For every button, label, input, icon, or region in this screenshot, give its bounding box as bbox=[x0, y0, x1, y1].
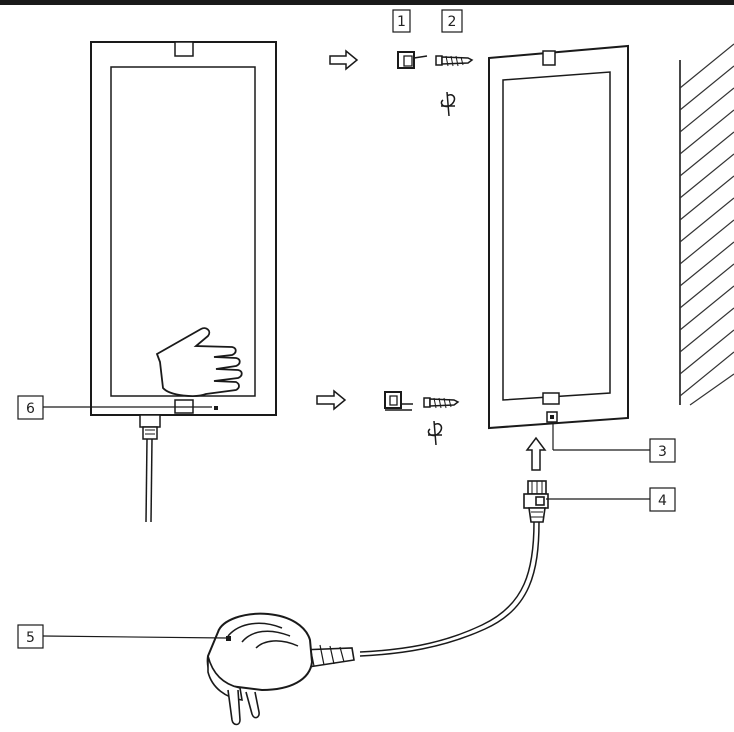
bottom-clip bbox=[542, 392, 560, 405]
callout-2: 2 bbox=[441, 9, 463, 33]
screw-icon bbox=[423, 397, 460, 409]
callout-5: 5 bbox=[17, 624, 44, 649]
cable bbox=[359, 521, 540, 657]
svg-text:3: 3 bbox=[658, 444, 667, 460]
callout-1: 1 bbox=[392, 9, 411, 33]
connector-icon bbox=[139, 414, 161, 440]
svg-text:5: 5 bbox=[26, 630, 35, 646]
callout-3: 3 bbox=[649, 438, 676, 463]
callout-4: 4 bbox=[649, 487, 676, 512]
callout-leaders bbox=[42, 406, 650, 639]
bracket-icon bbox=[397, 51, 428, 69]
panel-front bbox=[90, 41, 277, 523]
svg-text:1: 1 bbox=[397, 14, 406, 30]
hand-icon bbox=[155, 327, 243, 397]
power-adapter-icon bbox=[206, 612, 355, 726]
arrow-right-icon bbox=[316, 389, 347, 411]
arrow-right-icon bbox=[329, 49, 359, 71]
top-notch bbox=[174, 41, 194, 57]
svg-text:2: 2 bbox=[448, 14, 457, 30]
connector-icon bbox=[523, 480, 549, 523]
panel-side bbox=[488, 44, 629, 430]
svg-text:4: 4 bbox=[658, 493, 667, 509]
screw-icon bbox=[435, 55, 474, 67]
svg-text:6: 6 bbox=[26, 401, 35, 417]
bracket-icon bbox=[384, 391, 413, 411]
wall-plug-icon bbox=[440, 91, 456, 117]
arrow-up-icon bbox=[525, 436, 547, 471]
wall-plug-icon bbox=[427, 420, 443, 446]
callout-6: 6 bbox=[17, 395, 44, 420]
top-border bbox=[0, 0, 734, 5]
wall bbox=[679, 43, 734, 406]
